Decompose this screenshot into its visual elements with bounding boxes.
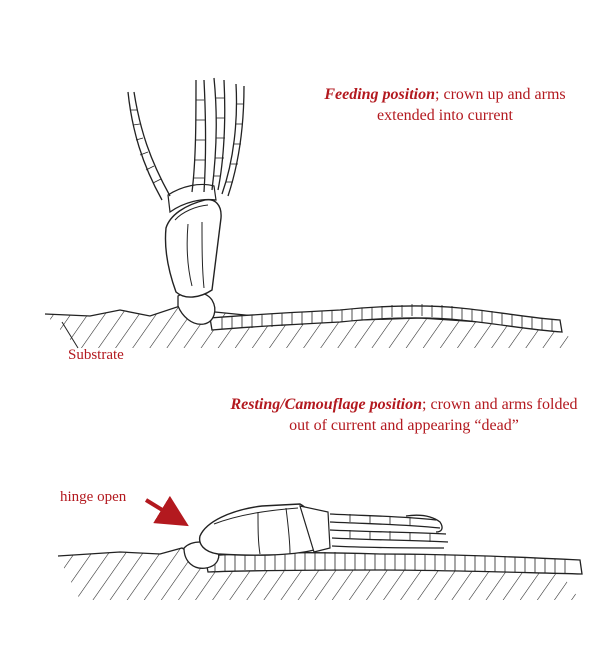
resting-caption-line2: out of current and appearing “dead” <box>289 417 519 434</box>
calyx-top <box>165 184 221 297</box>
hinge-label: hinge open <box>60 489 126 506</box>
feeding-caption-emphasis: Feeding position <box>324 86 435 103</box>
feeding-caption: Feeding position; crown up and arms exte… <box>300 84 590 126</box>
feeding-caption-line2: extended into current <box>377 107 513 124</box>
resting-caption-emphasis: Resting/Camouflage position <box>230 396 422 413</box>
resting-caption: Resting/Camouflage position; crown and a… <box>205 394 603 436</box>
resting-scene <box>58 500 582 600</box>
substrate-label: Substrate <box>68 347 124 364</box>
feeding-caption-line1: ; crown up and arms <box>435 86 566 103</box>
resting-caption-line1: ; crown and arms folded <box>422 396 578 413</box>
arms-top <box>128 78 244 200</box>
arms-bottom <box>330 514 448 548</box>
hinge-arrow <box>146 500 182 522</box>
calyx-bottom <box>200 504 330 555</box>
